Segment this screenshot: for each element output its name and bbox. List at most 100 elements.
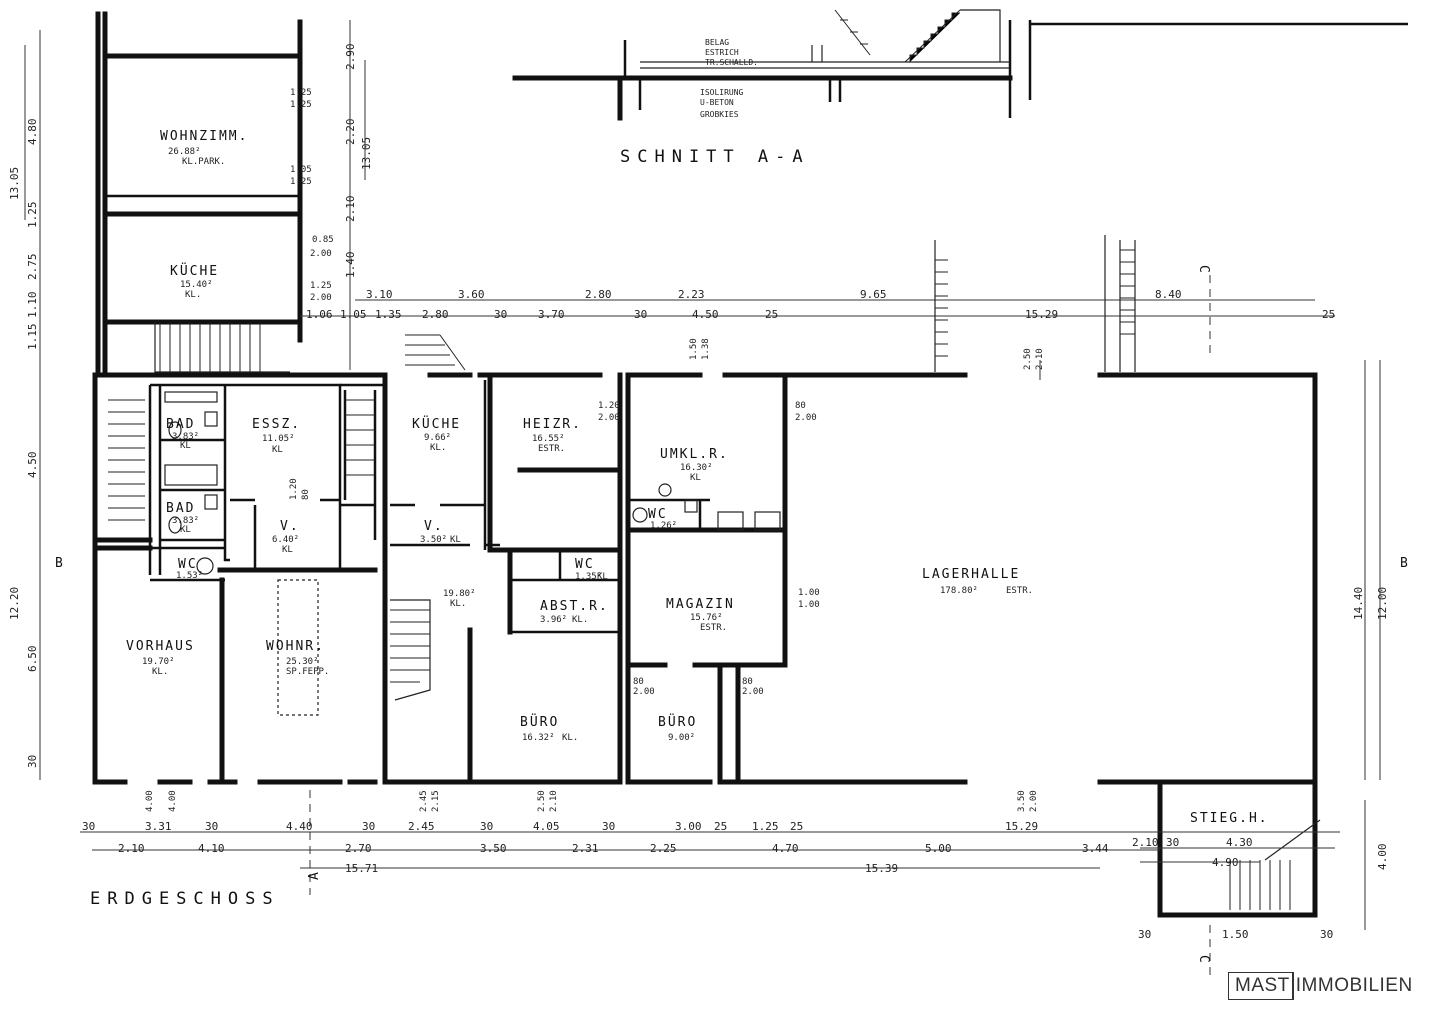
dim-left-10: 30 <box>26 755 39 768</box>
dim-top2-10: 15.29 <box>1025 308 1058 321</box>
room-name-kueche-top: KÜCHE <box>170 262 219 279</box>
room-area-vorhaus: 19.70² <box>142 657 175 667</box>
room-floor-umkl: KL <box>690 473 701 483</box>
room-name-lagerhalle: LAGERHALLE <box>922 567 1020 582</box>
dim-top-6: 8.40 <box>1155 288 1182 301</box>
dim-left-1: 13.05 <box>8 167 21 200</box>
dim-top2-6: 3.70 <box>538 308 565 321</box>
room-floor-wohnzimmer: KL.PARK. <box>182 157 225 167</box>
section-marker-b-left: B <box>55 556 65 571</box>
opening-v-7: 4.00 <box>145 790 155 812</box>
dim-left-6: 1.15 <box>26 324 39 351</box>
room-name-wc-3: WC <box>648 507 668 522</box>
section-marker-c-bottom: C <box>1196 955 1211 965</box>
room-area-wc-3: 1.26² <box>650 521 677 531</box>
dim-top-1: 3.10 <box>366 288 393 301</box>
dim-left-9: 6.50 <box>26 646 39 673</box>
dim-b1-12: 1.25 <box>752 820 779 833</box>
opening-16: 2.00 <box>633 687 655 697</box>
room-name-kueche-2: KÜCHE <box>412 415 461 432</box>
room-area-umkl: 16.30² <box>680 463 713 473</box>
opening-v-11: 2.50 <box>537 790 547 812</box>
opening-9: 1.20 <box>598 401 620 411</box>
dim-top2-9: 25 <box>765 308 778 321</box>
opening-5: 0.85 <box>312 235 334 245</box>
opening-v-2: 80 <box>301 489 311 500</box>
room-area-wohnzimmer: 26.88² <box>168 147 201 157</box>
floor-title: ERDGESCHOSS <box>90 889 280 909</box>
dim-left-7: 4.50 <box>26 452 39 479</box>
dim-stair-2: 30 <box>1166 836 1179 849</box>
opening-6: 2.00 <box>310 249 332 259</box>
dim-top2-7: 30 <box>634 308 647 321</box>
room-name-essz: ESSZ. <box>252 417 301 432</box>
room-name-bad-2: BAD <box>166 501 195 516</box>
section-note-4: ISOLIRUNG <box>700 88 744 97</box>
room-floor-magazin: ESTR. <box>700 623 727 633</box>
room-floor-kueche-2: KL. <box>430 443 446 453</box>
opening-10: 2.00 <box>598 413 620 423</box>
room-name-abstr: ABST.R. <box>540 599 609 614</box>
dim-stair-1: 2.10 <box>1132 836 1159 849</box>
opening-3: 1.05 <box>290 165 312 175</box>
opening-14: 1.00 <box>798 600 820 610</box>
dim-b1-14: 15.29 <box>1005 820 1038 833</box>
dim-b1-3: 30 <box>205 820 218 833</box>
dim-left-2: 4.80 <box>26 119 39 146</box>
dim-b2-8: 5.00 <box>925 842 952 855</box>
dim-top-4: 2.23 <box>678 288 705 301</box>
opening-17: 80 <box>742 677 753 687</box>
section-note-5: U-BETON <box>700 98 734 107</box>
room-name-wc-2: WC <box>575 557 595 572</box>
room-area-wohnr: 25.30² <box>286 657 319 667</box>
dim-top-3: 2.80 <box>585 288 612 301</box>
section-marker-b-right: B <box>1400 556 1410 571</box>
section-note-2: ESTRICH <box>705 48 739 57</box>
dim-left-4: 2.75 <box>26 254 39 281</box>
room-name-buero-1: BÜRO <box>520 713 559 730</box>
dim-right-1: 14.40 <box>1352 587 1365 620</box>
room-floor-heizr: ESTR. <box>538 444 565 454</box>
dimension-texts: 3.10 3.60 2.80 2.23 9.65 8.40 1.06 1.05 … <box>82 288 1335 941</box>
room-floor-essz: KL <box>272 445 283 455</box>
section-markers: B B A C C <box>55 265 1410 965</box>
dim-left-3: 1.25 <box>26 202 39 229</box>
opening-13: 1.00 <box>798 588 820 598</box>
room-area-magazin: 15.76² <box>690 613 723 623</box>
room-area-bad-2: 3.83² <box>172 516 199 526</box>
dim-stair-5: 1.50 <box>1222 928 1249 941</box>
dim-b3-2: 15.39 <box>865 862 898 875</box>
room-floor-v-1: KL <box>282 545 293 555</box>
room-area-wc-1: 1.53² <box>176 571 203 581</box>
room-area-heizr: 16.55² <box>532 434 565 444</box>
opening-v-1: 1.20 <box>289 478 299 500</box>
room-area-kueche-top: 15.40² <box>180 280 213 290</box>
room-area-flur: 19.80² <box>443 589 476 599</box>
dim-b2-7: 4.70 <box>772 842 799 855</box>
opening-v-14: 2.00 <box>1029 790 1039 812</box>
room-name-bad-1: BAD <box>166 417 195 432</box>
dim-b1-4: 4.40 <box>286 820 313 833</box>
opening-v-10: 2.15 <box>431 790 441 812</box>
dim-top-2: 3.60 <box>458 288 485 301</box>
section-note-6: GROBKIES <box>700 110 739 119</box>
room-name-vorhaus: VORHAUS <box>126 639 195 654</box>
dim-right-3: 4.00 <box>1376 844 1389 871</box>
room-floor-flur: KL. <box>450 599 466 609</box>
room-area-buero-2: 9.00² <box>668 733 695 743</box>
opening-12: 2.00 <box>795 413 817 423</box>
opening-2: 1.25 <box>290 100 312 110</box>
room-area-buero-1: 16.32² <box>522 733 555 743</box>
room-floor-bad-1: KL <box>180 441 191 451</box>
room-name-v-2: V. <box>424 519 444 534</box>
dim-b2-2: 4.10 <box>198 842 225 855</box>
dimension-lines <box>24 20 1381 975</box>
dim-top2-11: 25 <box>1322 308 1335 321</box>
dim-right-2: 12.00 <box>1376 587 1389 620</box>
opening-dims-vertical: 1.20 80 1.50 1.38 2.50 2.10 4.00 4.00 2.… <box>145 338 1045 812</box>
room-floor-vorhaus: KL. <box>152 667 168 677</box>
opening-7: 1.25 <box>310 281 332 291</box>
room-floor-buero-1: KL. <box>562 733 578 743</box>
